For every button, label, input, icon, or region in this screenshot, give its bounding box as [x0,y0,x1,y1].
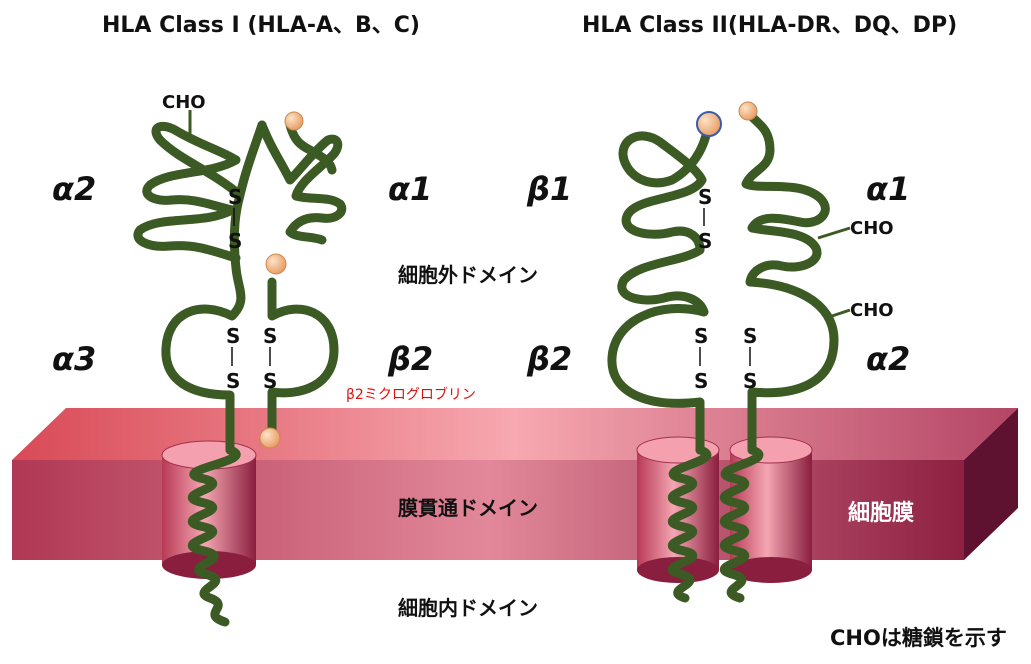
svg-text:S: S [694,324,708,348]
svg-text:S: S [228,185,242,209]
intracellular-domain-label: 細胞内ドメイン [398,596,538,620]
class2-beta-terminus-ball [696,111,722,137]
class2-b1-disulfide-bond: S S [698,185,712,253]
class1-a1-terminus-ball [284,111,304,131]
class2-cho-link-2 [825,308,851,320]
class2-title: HLA Class II(HLA-DR、DQ、DP) [582,13,957,38]
class2-beta-chain [607,120,713,603]
transmembrane-domain-label: 膜貫通ドメイン [397,496,538,520]
class1-a3-disulfide-bond: S S [226,324,240,393]
extracellular-domain-label: 細胞外ドメイン [398,263,538,287]
class2-cho-label-2: CHO [850,300,894,321]
class1-label-b2: β2 [387,340,433,378]
svg-text:S: S [743,324,757,348]
class1-membrane-terminus-ball [259,427,281,449]
class1-b2m-disulfide-bond: S S [263,324,277,393]
class2-label-a2: α2 [866,340,910,378]
cho-legend-note: CHOは糖鎖を示す [830,626,1007,650]
class2-cho-label-1: CHO [850,218,894,239]
class1-b2-microglobulin-chain [267,277,339,435]
class2-cho-link-1 [817,226,851,240]
svg-text:S: S [698,185,712,209]
class1-a2-disulfide-bond: S S [228,185,242,253]
class2-a2-disulfide-bond: S S [743,324,757,393]
class1-cho-label: CHO [162,92,206,113]
beta2-microglobulin-label: β2ミクログロブリン [346,386,476,403]
svg-text:S: S [226,324,240,348]
class1-label-a1: α1 [388,170,432,208]
svg-text:S: S [228,229,242,253]
cell-membrane-label: 細胞膜 [848,500,914,526]
membrane-side-face [964,408,1018,560]
svg-text:S: S [263,369,277,393]
class2-label-a1: α1 [866,170,910,208]
class1-heavy-chain [133,120,347,627]
class1-label-a2: α2 [52,170,96,208]
class2-b2-disulfide-bond: S S [694,324,708,393]
class2-label-b2: β2 [526,340,572,378]
svg-text:S: S [226,369,240,393]
class1-b2m-terminus-ball [265,253,287,275]
svg-text:S: S [698,229,712,253]
class1-label-a3: α3 [52,340,96,378]
class2-alpha-terminus-ball [738,101,758,121]
svg-text:S: S [743,369,757,393]
svg-text:S: S [694,369,708,393]
class1-title: HLA Class I (HLA-A、B、C) [102,13,420,38]
class2-label-b1: β1 [526,170,572,208]
svg-text:S: S [263,324,277,348]
